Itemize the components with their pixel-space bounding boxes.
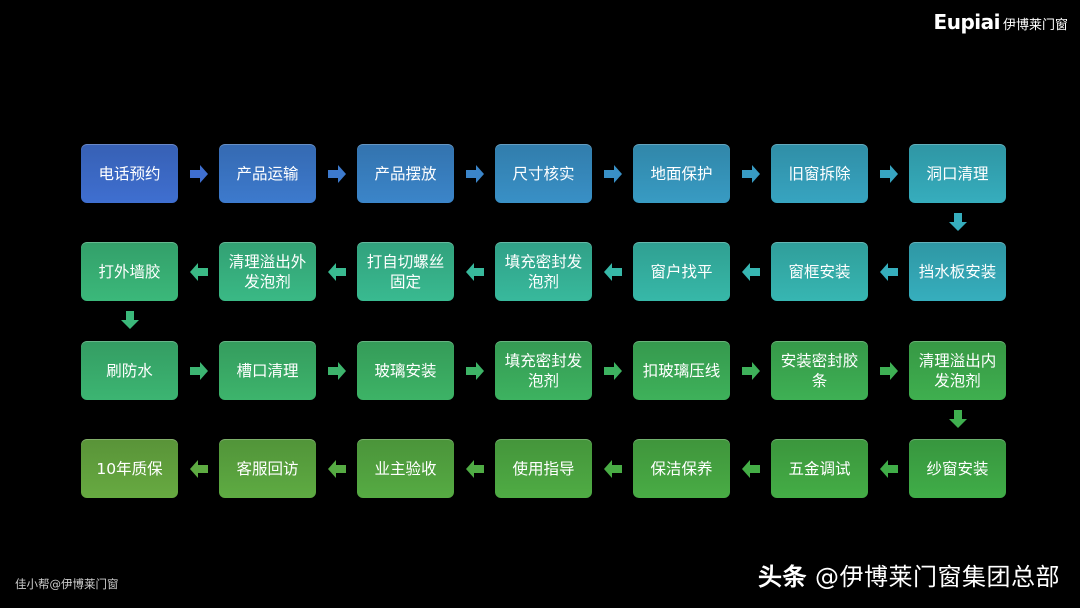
arrow-left-icon xyxy=(602,458,624,480)
arrow-left-icon xyxy=(740,261,762,283)
arrow-left-icon xyxy=(878,458,900,480)
flow-step: 电话预约 xyxy=(81,144,178,203)
arrow-left-icon xyxy=(326,261,348,283)
arrow-left-icon xyxy=(602,261,624,283)
flow-step: 窗户找平 xyxy=(633,242,730,301)
flow-step: 扣玻璃压线 xyxy=(633,341,730,400)
flow-step: 产品摆放 xyxy=(357,144,454,203)
arrow-left-icon xyxy=(464,458,486,480)
arrow-right-icon xyxy=(188,163,210,185)
flow-step: 刷防水 xyxy=(81,341,178,400)
flow-step: 打外墙胶 xyxy=(81,242,178,301)
flow-step: 挡水板安装 xyxy=(909,242,1006,301)
flow-step: 五金调试 xyxy=(771,439,868,498)
flow-step: 旧窗拆除 xyxy=(771,144,868,203)
arrow-right-icon xyxy=(464,360,486,382)
flow-step: 洞口清理 xyxy=(909,144,1006,203)
flow-step: 地面保护 xyxy=(633,144,730,203)
arrow-left-icon xyxy=(188,261,210,283)
arrow-left-icon xyxy=(464,261,486,283)
flow-step: 清理溢出内发泡剂 xyxy=(909,341,1006,400)
flow-step: 使用指导 xyxy=(495,439,592,498)
arrow-down-icon xyxy=(947,211,969,233)
flow-step: 打自切螺丝固定 xyxy=(357,242,454,301)
flow-step: 窗框安装 xyxy=(771,242,868,301)
logo-text-cn: 伊博莱门窗 xyxy=(1002,18,1068,33)
watermark-left: 佳小帮@伊博莱门窗 xyxy=(15,577,119,591)
account-name: @伊博莱门窗集团总部 xyxy=(815,563,1060,591)
flow-step: 填充密封发泡剂 xyxy=(495,242,592,301)
arrow-right-icon xyxy=(878,163,900,185)
flow-step: 安装密封胶条 xyxy=(771,341,868,400)
arrow-down-icon xyxy=(119,309,141,331)
flow-step: 玻璃安装 xyxy=(357,341,454,400)
arrow-right-icon xyxy=(740,163,762,185)
flow-step: 客服回访 xyxy=(219,439,316,498)
flow-step: 产品运输 xyxy=(219,144,316,203)
arrow-right-icon xyxy=(740,360,762,382)
flow-step: 纱窗安装 xyxy=(909,439,1006,498)
flow-step: 槽口清理 xyxy=(219,341,316,400)
brand-logo: Eupiai 伊博莱门窗 xyxy=(934,10,1068,34)
arrow-left-icon xyxy=(188,458,210,480)
arrow-right-icon xyxy=(326,163,348,185)
arrow-left-icon xyxy=(326,458,348,480)
arrow-right-icon xyxy=(188,360,210,382)
arrow-right-icon xyxy=(602,163,624,185)
flow-step: 保洁保养 xyxy=(633,439,730,498)
arrow-left-icon xyxy=(740,458,762,480)
logo-text-en: Eupiai xyxy=(933,10,1001,34)
arrow-right-icon xyxy=(464,163,486,185)
toutiao-label: 头条 xyxy=(758,563,807,591)
flow-step: 尺寸核实 xyxy=(495,144,592,203)
arrow-left-icon xyxy=(878,261,900,283)
flow-step: 清理溢出外发泡剂 xyxy=(219,242,316,301)
arrow-down-icon xyxy=(947,408,969,430)
flow-step: 填充密封发泡剂 xyxy=(495,341,592,400)
flow-step: 10年质保 xyxy=(81,439,178,498)
arrow-right-icon xyxy=(878,360,900,382)
watermark-right: 头条 @伊博莱门窗集团总部 xyxy=(758,557,1060,592)
arrow-right-icon xyxy=(326,360,348,382)
arrow-right-icon xyxy=(602,360,624,382)
flow-step: 业主验收 xyxy=(357,439,454,498)
